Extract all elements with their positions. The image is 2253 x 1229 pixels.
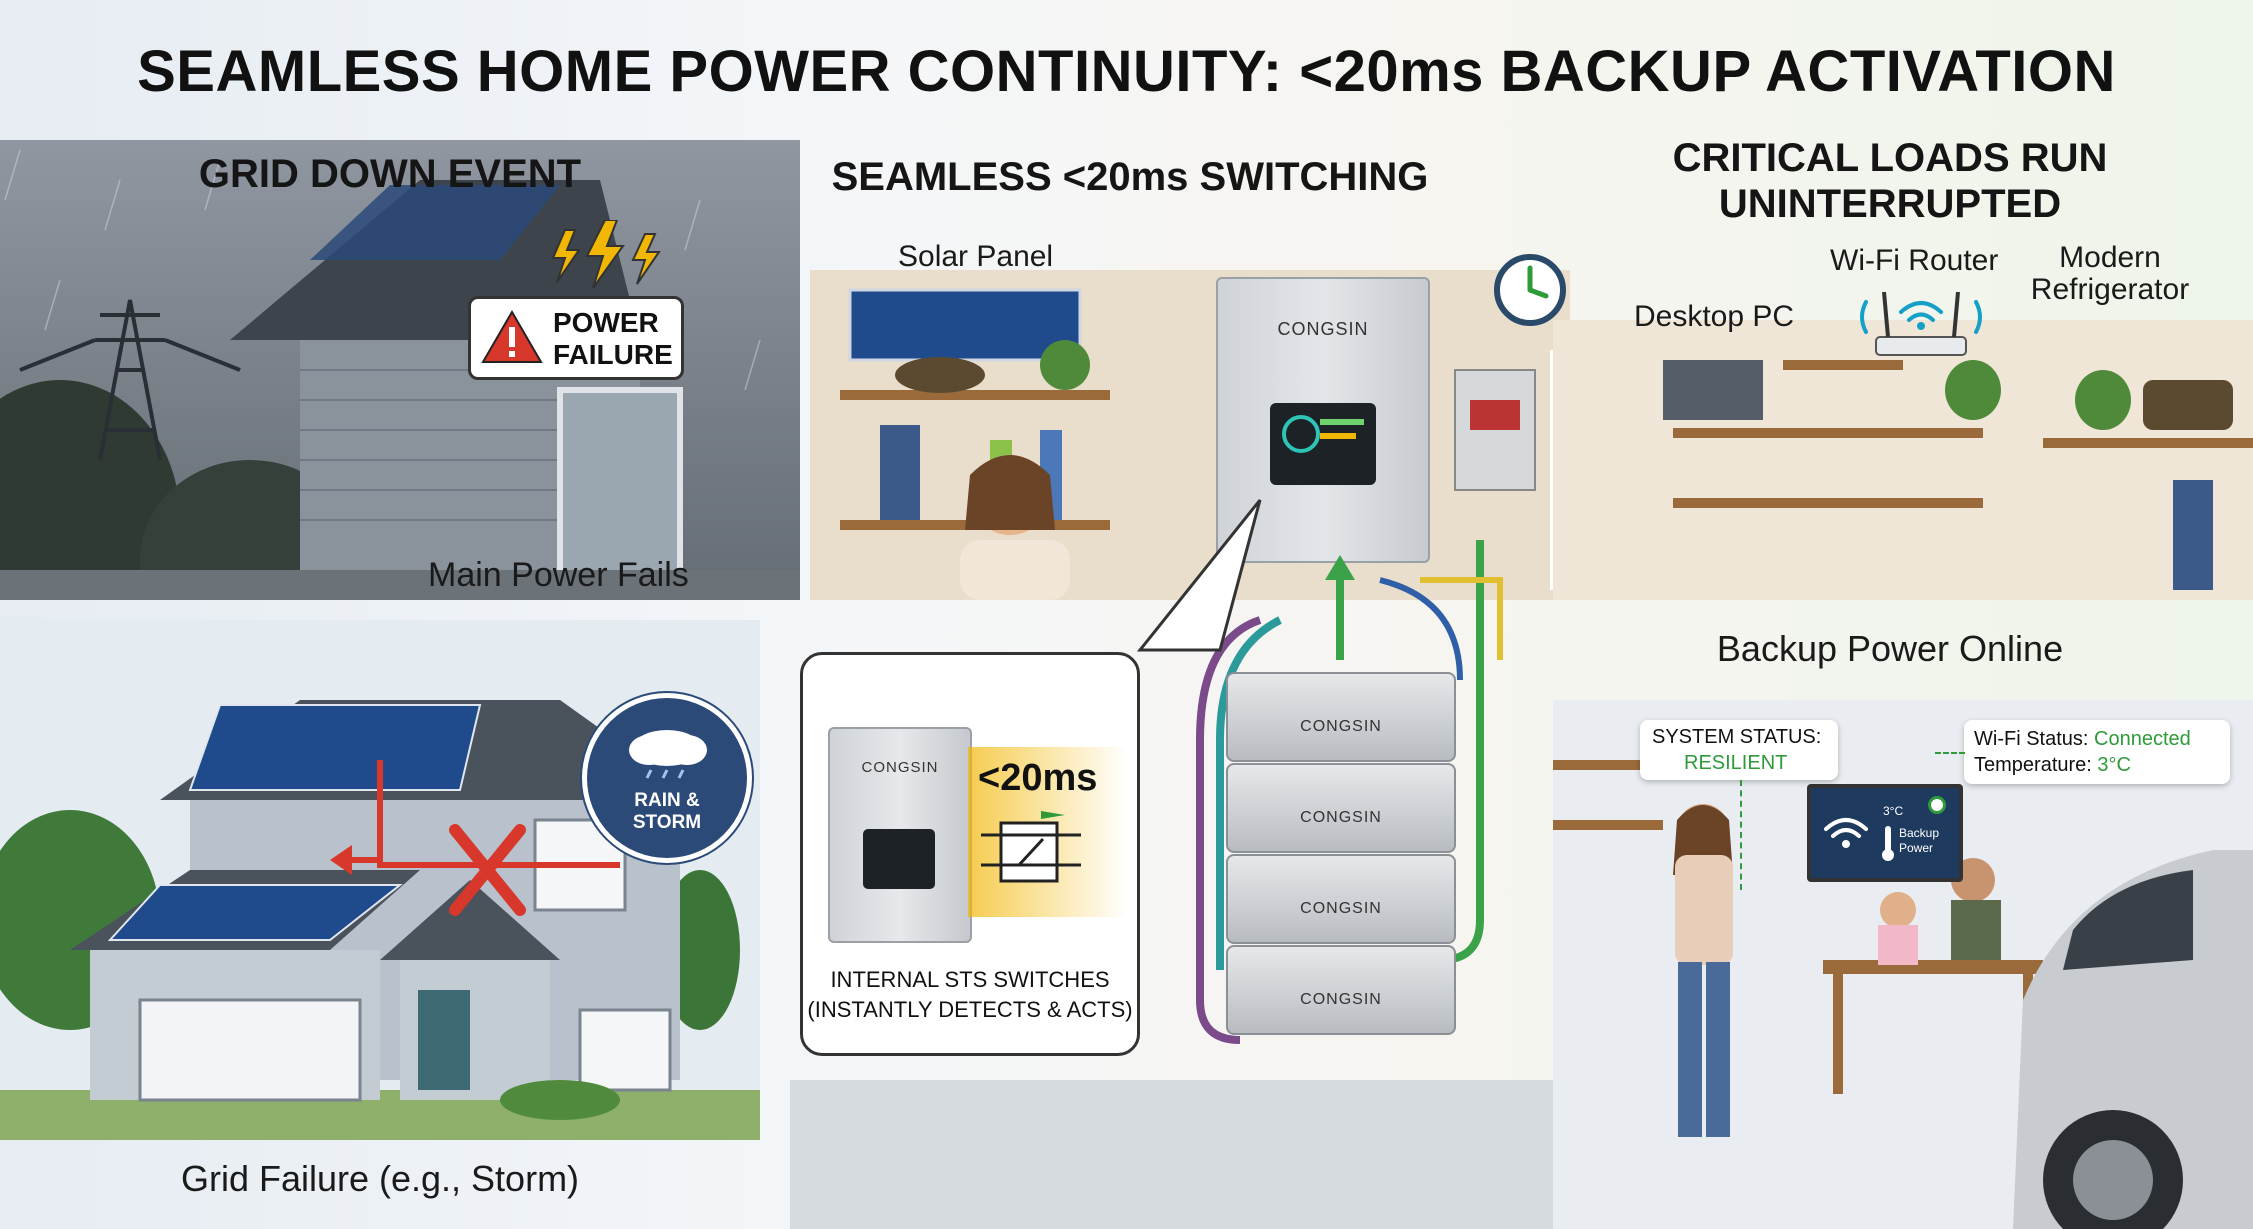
status-label: SYSTEM STATUS: bbox=[1652, 726, 1822, 748]
rain-cloud-icon bbox=[629, 730, 707, 779]
wifi-status-connector bbox=[1935, 752, 1965, 754]
house-illustration bbox=[0, 620, 760, 1140]
backup-online-label: Backup Power Online bbox=[1716, 628, 2064, 669]
callout-time: <20ms bbox=[978, 757, 1098, 799]
clock-icon bbox=[1494, 254, 1566, 326]
power-failure-alert: POWER FAILURE bbox=[468, 296, 684, 380]
grid-failure-caption: Grid Failure (e.g., Storm) bbox=[180, 1158, 580, 1199]
callout-line2: (INSTANTLY DETECTS & ACTS) bbox=[807, 997, 1133, 1022]
status-connector bbox=[1740, 780, 1742, 890]
refrigerator-label: Modern Refrigerator bbox=[2030, 241, 2190, 306]
system-status-box: SYSTEM STATUS: RESILIENT bbox=[1640, 720, 1838, 780]
lightning-icon bbox=[551, 220, 661, 289]
thermometer-icon bbox=[1882, 826, 1894, 861]
wifi-router bbox=[1860, 291, 1982, 356]
temperature-label: Temperature: bbox=[1974, 754, 2092, 776]
battery-stack: CONGSIN CONGSIN CONGSIN CONGSIN bbox=[1226, 672, 1456, 1035]
mini-inverter: CONGSIN bbox=[828, 727, 972, 943]
status-value: RESILIENT bbox=[1684, 752, 1788, 774]
wifi-router-label: Wi-Fi Router bbox=[1830, 244, 1999, 277]
alert-line1: POWER bbox=[553, 307, 659, 338]
battery-module-3: CONGSIN bbox=[1226, 854, 1456, 944]
sts-callout: CONGSIN <20ms INTERNAL STS SWITCHES (INS… bbox=[800, 652, 1140, 1056]
callout-line1: INTERNAL STS SWITCHES bbox=[830, 967, 1110, 992]
wifi-icon bbox=[1824, 818, 1868, 848]
loads-room-scene bbox=[1553, 320, 2253, 600]
rain-storm-badge: RAIN & STORM bbox=[582, 693, 752, 863]
battery-module-2: CONGSIN bbox=[1226, 763, 1456, 853]
switch-icon bbox=[981, 811, 1081, 883]
family-room-scene bbox=[1553, 700, 2253, 1229]
temperature-value: 3°C bbox=[2097, 754, 2131, 776]
grid-down-heading: GRID DOWN EVENT bbox=[198, 152, 582, 196]
badge-line1: RAIN & bbox=[634, 790, 700, 811]
main-power-fails-label: Main Power Fails bbox=[428, 556, 689, 594]
wifi-status-box: Wi-Fi Status: Connected Temperature: 3°C bbox=[1964, 720, 2230, 784]
switching-heading: SEAMLESS <20ms SWITCHING bbox=[831, 155, 1429, 199]
alert-line2: FAILURE bbox=[553, 339, 673, 370]
tv-temp: 3°C bbox=[1883, 804, 1904, 818]
tv-line2: Power bbox=[1899, 841, 1934, 855]
callout-pointer bbox=[1136, 499, 1262, 652]
battery-module-4: CONGSIN bbox=[1226, 945, 1456, 1035]
desktop-pc-label: Desktop PC bbox=[1634, 300, 1795, 333]
battery-module-1: CONGSIN bbox=[1226, 672, 1456, 762]
solar-panel-label: Solar Panel bbox=[898, 240, 1054, 273]
wifi-status-value: Connected bbox=[2094, 728, 2191, 750]
power-line-tower-icon bbox=[19, 299, 241, 461]
main-title: SEAMLESS HOME POWER CONTINUITY: <20ms BA… bbox=[137, 39, 2116, 104]
garage-floor bbox=[790, 1080, 1590, 1229]
wifi-icon bbox=[1860, 300, 1982, 334]
tv-line1: Backup bbox=[1899, 826, 1940, 840]
inverter-screen bbox=[1270, 403, 1376, 485]
critical-loads-heading: CRITICAL LOADS RUN UNINTERRUPTED bbox=[1672, 136, 2108, 226]
inverter-brand: CONGSIN bbox=[1277, 319, 1369, 339]
cross-icon bbox=[449, 824, 526, 916]
wifi-status-dot bbox=[1928, 796, 1946, 814]
warning-icon bbox=[481, 310, 543, 363]
badge-line2: STORM bbox=[632, 812, 702, 833]
wifi-status-label: Wi-Fi Status: bbox=[1974, 728, 2089, 750]
